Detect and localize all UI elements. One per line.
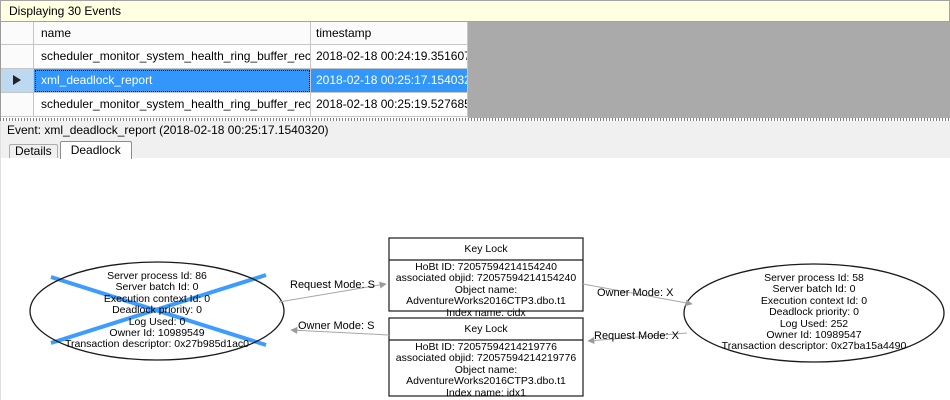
event-timestamp-cell[interactable]: 2018-02-18 00:25:19.5276859: [311, 93, 468, 117]
deadlock-graph-canvas: [29, 237, 945, 397]
victim-cross-line: [50, 273, 267, 345]
grid-header-row: name timestamp: [1, 22, 468, 45]
current-row-arrow-icon: [13, 75, 21, 85]
lock-node-title: Key Lock: [464, 323, 508, 335]
edge-label-request-s: Request Mode: S: [290, 279, 375, 291]
events-grid-background: name timestamp scheduler_monitor_system_…: [0, 22, 950, 118]
event-timestamp-cell[interactable]: 2018-02-18 00:25:17.1540320: [311, 69, 468, 93]
event-title: Event: xml_deadlock_report (2018-02-18 0…: [0, 121, 950, 141]
edge-label-owner-s: Owner Mode: S: [298, 320, 375, 332]
lock-node-box: [388, 317, 584, 397]
horizontal-splitter[interactable]: [0, 118, 950, 121]
column-header-timestamp[interactable]: timestamp: [311, 22, 468, 45]
events-count-bar: Displaying 30 Events: [0, 0, 950, 22]
grid-corner-cell[interactable]: [1, 22, 34, 45]
edge-owner-s: [290, 326, 390, 336]
tab-details[interactable]: Details: [9, 144, 58, 158]
tab-strip: Details Deadlock: [0, 141, 950, 159]
event-name-cell[interactable]: scheduler_monitor_system_health_ring_buf…: [34, 45, 311, 69]
lock-node-box: [388, 237, 584, 312]
table-row[interactable]: scheduler_monitor_system_health_ring_buf…: [1, 93, 468, 117]
column-header-name[interactable]: name: [34, 22, 311, 45]
edge-owner-x: [582, 283, 693, 307]
lock-node-details: HoBt ID: 72057594214219776 associated ob…: [395, 341, 577, 399]
edge-request-x: [587, 332, 688, 344]
events-grid: name timestamp scheduler_monitor_system_…: [0, 22, 468, 118]
row-header-cell[interactable]: [1, 93, 34, 117]
event-name-cell[interactable]: xml_deadlock_report: [34, 69, 311, 93]
row-header-cell[interactable]: [1, 69, 34, 93]
tab-deadlock[interactable]: Deadlock: [59, 141, 132, 159]
process-node: [683, 263, 945, 363]
lock-node-details: HoBt ID: 72057594214154240 associated ob…: [395, 261, 577, 319]
row-header-cell[interactable]: [1, 45, 34, 69]
table-row[interactable]: scheduler_monitor_system_health_ring_buf…: [1, 45, 468, 69]
edge-label-request-x: Request Mode: X: [594, 330, 679, 342]
table-row-selected[interactable]: xml_deadlock_report 2018-02-18 00:25:17.…: [1, 69, 468, 93]
event-name-cell[interactable]: scheduler_monitor_system_health_ring_buf…: [34, 93, 311, 117]
process-victim-details: Server process Id: 86 Server batch Id: 0…: [64, 270, 250, 351]
event-timestamp-cell[interactable]: 2018-02-18 00:24:19.3516078: [311, 45, 468, 69]
process-details: Server process Id: 58 Server batch Id: 0…: [721, 272, 907, 353]
edge-label-owner-x: Owner Mode: X: [597, 287, 674, 299]
deadlock-graph: Server process Id: 86 Server batch Id: 0…: [0, 158, 950, 400]
process-node-victim: [29, 261, 285, 361]
edge-request-s: [278, 281, 387, 303]
lock-node-title: Key Lock: [464, 243, 508, 255]
